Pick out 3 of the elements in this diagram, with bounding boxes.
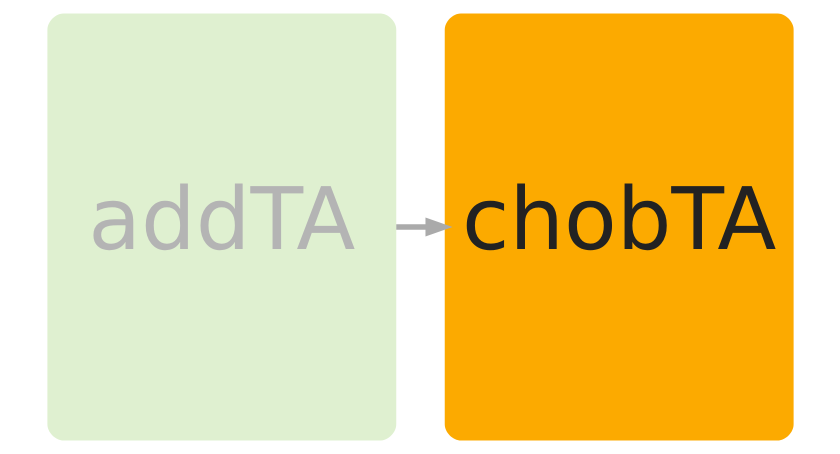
- arrow: [396, 218, 452, 236]
- node-box: chobTA: [444, 14, 794, 440]
- node-box: addTA: [46, 14, 396, 440]
